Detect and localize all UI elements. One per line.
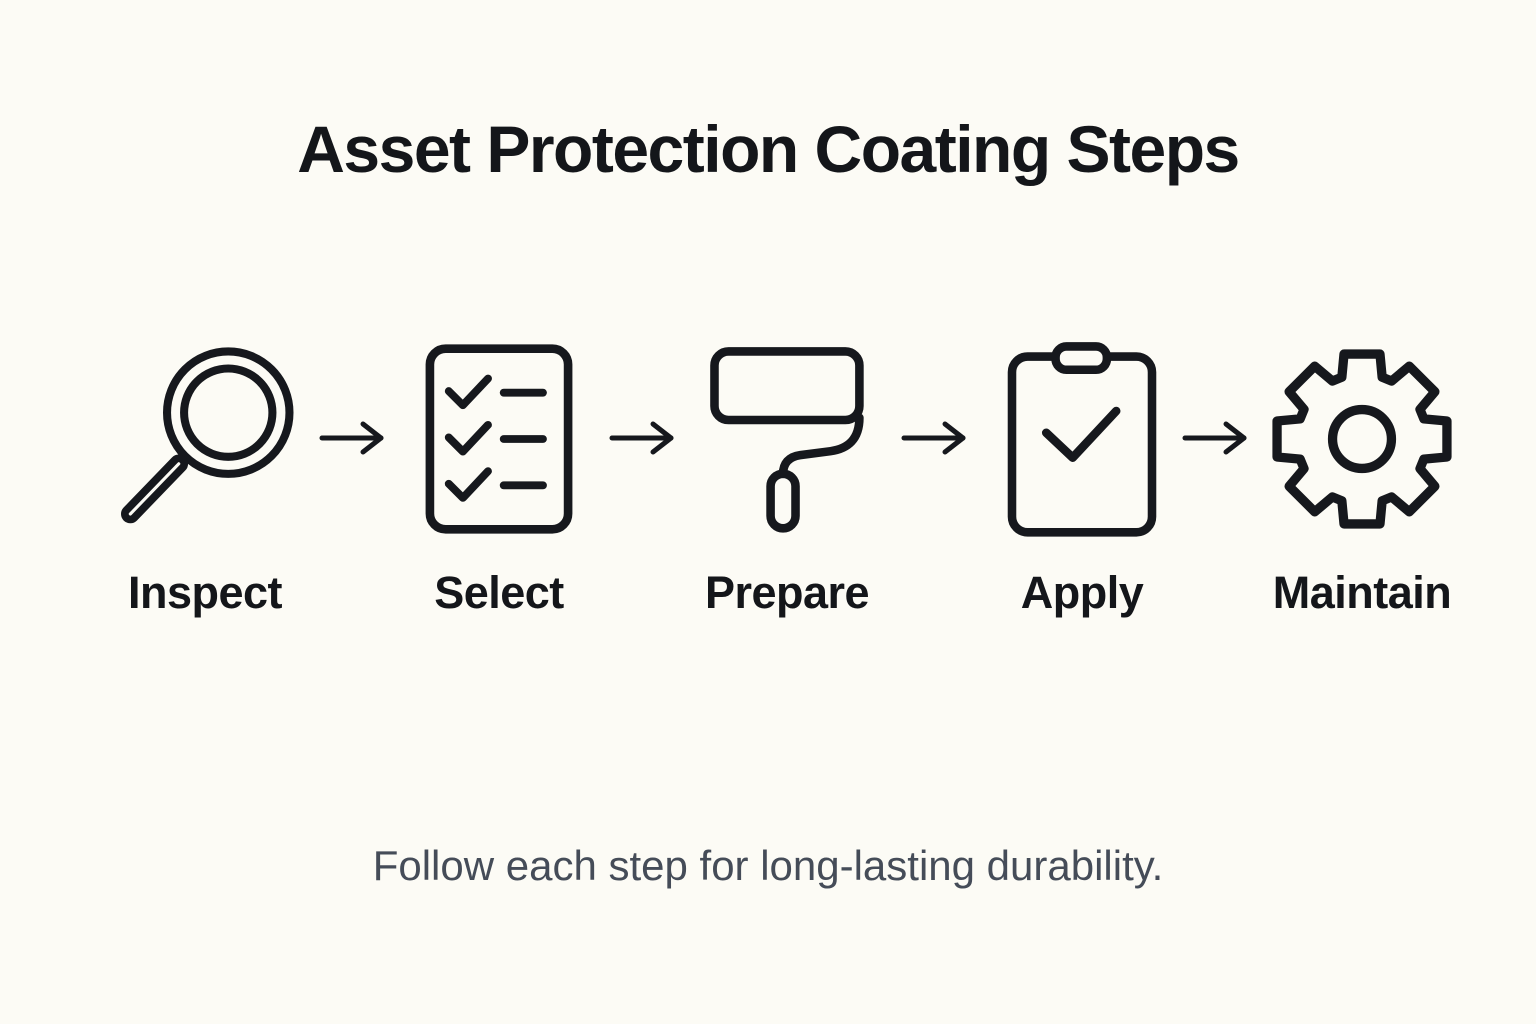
arrow-right-icon [901,420,967,456]
clipboard-check-icon [1007,336,1157,542]
step-label-select: Select [434,567,564,618]
step-label-maintain: Maintain [1272,567,1452,618]
step-label-apply: Apply [1020,567,1144,618]
arrow-right-icon [609,420,675,456]
step-label-prepare: Prepare [704,567,870,618]
arrow-right-icon [1182,420,1248,456]
checklist-icon [425,336,573,542]
step-label-inspect: Inspect [127,567,283,618]
footer-caption: Follow each step for long-lasting durabi… [372,842,1164,889]
paint-roller-icon [709,336,865,542]
step-maintain: Maintain [1269,336,1455,618]
magnifier-icon [112,336,298,542]
page-title: Asset Protection Coating Steps [297,112,1240,186]
step-inspect: Inspect [112,336,298,618]
step-apply: Apply [1007,336,1157,618]
arrow-right-icon [319,420,385,456]
gear-icon [1269,336,1455,542]
step-select: Select [425,336,573,618]
step-prepare: Prepare [704,336,870,618]
